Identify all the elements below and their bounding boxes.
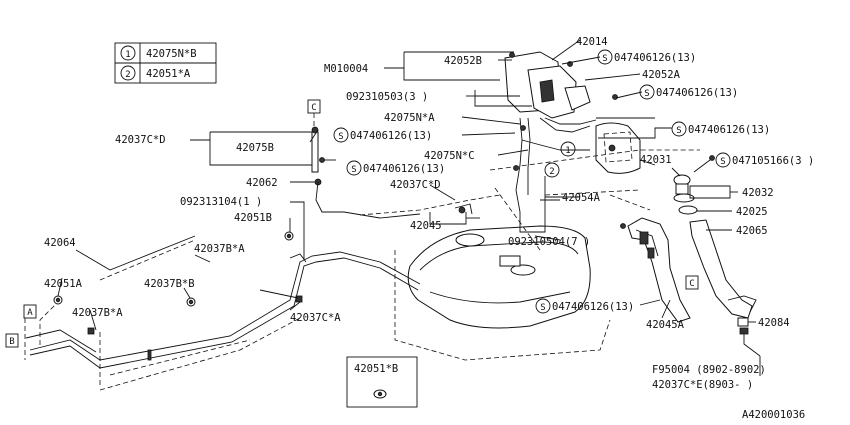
label-42037BA-bottom: 42037B*A	[72, 307, 123, 319]
label-42037BB: 42037B*B	[144, 278, 195, 290]
label-047406126-d: 047406126(13)	[688, 124, 770, 136]
label-F95004: F95004 (8902-8902)	[652, 364, 766, 376]
label-42037CA: 42037C*A	[290, 312, 341, 324]
label-m010004: M010004	[324, 63, 368, 75]
label-42054A: 42054A	[562, 192, 601, 204]
label-42051B: 42051B	[234, 212, 272, 224]
legend-code-1: 42075N*B	[146, 48, 197, 60]
label-42032: 42032	[742, 187, 774, 199]
label-42037BA-top: 42037B*A	[194, 243, 245, 255]
legend-box: 1 42075N*B 2 42051*A	[114, 42, 217, 84]
label-42052A: 42052A	[642, 69, 681, 81]
label-42062: 42062	[246, 177, 278, 189]
label-42037CE: 42037C*E(8903- )	[652, 379, 753, 391]
reference-id: A420001036	[742, 409, 805, 421]
label-42014: 42014	[576, 36, 608, 48]
part-labels: M010004 42052B 42014 047406126(13) 42052…	[44, 36, 814, 391]
inset-42051B: 42051*B	[346, 356, 418, 408]
svg-text:A: A	[27, 308, 33, 318]
label-047105166: 047105166(3 )	[732, 155, 814, 167]
label-42025: 42025	[736, 206, 768, 218]
legend-num-2: 2	[125, 70, 130, 80]
label-42037CD-left: 42037C*D	[115, 134, 166, 146]
label-42045A: 42045A	[646, 319, 685, 331]
svg-text:S: S	[351, 165, 356, 175]
svg-text:S: S	[338, 132, 343, 142]
bracket-assembly	[504, 51, 618, 119]
label-42084: 42084	[758, 317, 790, 329]
svg-text:S: S	[602, 54, 607, 64]
label-42051A: 42051A	[44, 278, 83, 290]
circle-marker-1: 1	[565, 146, 570, 156]
legend-code-2: 42051*A	[146, 68, 191, 80]
label-42045: 42045	[410, 220, 442, 232]
circle-marker-2: 2	[549, 167, 554, 177]
label-047406126-e: 047406126(13)	[363, 163, 445, 175]
callout-C-right: C	[685, 275, 699, 290]
label-42075NA: 42075N*A	[384, 112, 435, 124]
legend-num-1: 1	[125, 50, 130, 60]
label-42065: 42065	[736, 225, 768, 237]
leader-lines	[57, 39, 761, 376]
svg-text:S: S	[540, 303, 545, 313]
filler-neck	[673, 155, 757, 335]
callout-A: A	[23, 304, 37, 319]
label-047406126-c: 047406126(13)	[350, 130, 432, 142]
label-42075NC: 42075N*C	[424, 150, 475, 162]
label-42064: 42064	[44, 237, 76, 249]
label-092310504: 092310504(7 )	[508, 236, 590, 248]
svg-text:S: S	[676, 126, 681, 136]
label-047406126-b: 047406126(13)	[656, 87, 738, 99]
label-42037CD-mid: 42037C*D	[390, 179, 441, 191]
label-047406126-f: 047406126(13)	[552, 301, 634, 313]
label-092313104: 092313104(1 )	[180, 196, 262, 208]
line-42075B	[311, 126, 421, 219]
filler-pipe	[620, 217, 691, 323]
svg-text:C: C	[689, 279, 694, 289]
label-42075B: 42075B	[236, 142, 274, 154]
fuel-tank	[407, 203, 591, 329]
svg-text:S: S	[644, 89, 649, 99]
body-outline	[394, 250, 611, 361]
label-42052B: 42052B	[444, 55, 482, 67]
svg-text:C: C	[311, 103, 316, 113]
callout-B: B	[5, 333, 19, 348]
inset-label: 42051*B	[354, 363, 398, 375]
fuel-lines	[24, 231, 421, 391]
label-092310503: 092310503(3 )	[346, 91, 428, 103]
svg-text:S: S	[720, 157, 725, 167]
screw-marks: S S S S S S S	[333, 49, 731, 314]
canister-shield	[595, 122, 641, 174]
callout-C-top: C	[307, 99, 321, 128]
label-42031: 42031	[640, 154, 672, 166]
label-047406126-a: 047406126(13)	[614, 52, 696, 64]
svg-text:B: B	[9, 337, 14, 347]
